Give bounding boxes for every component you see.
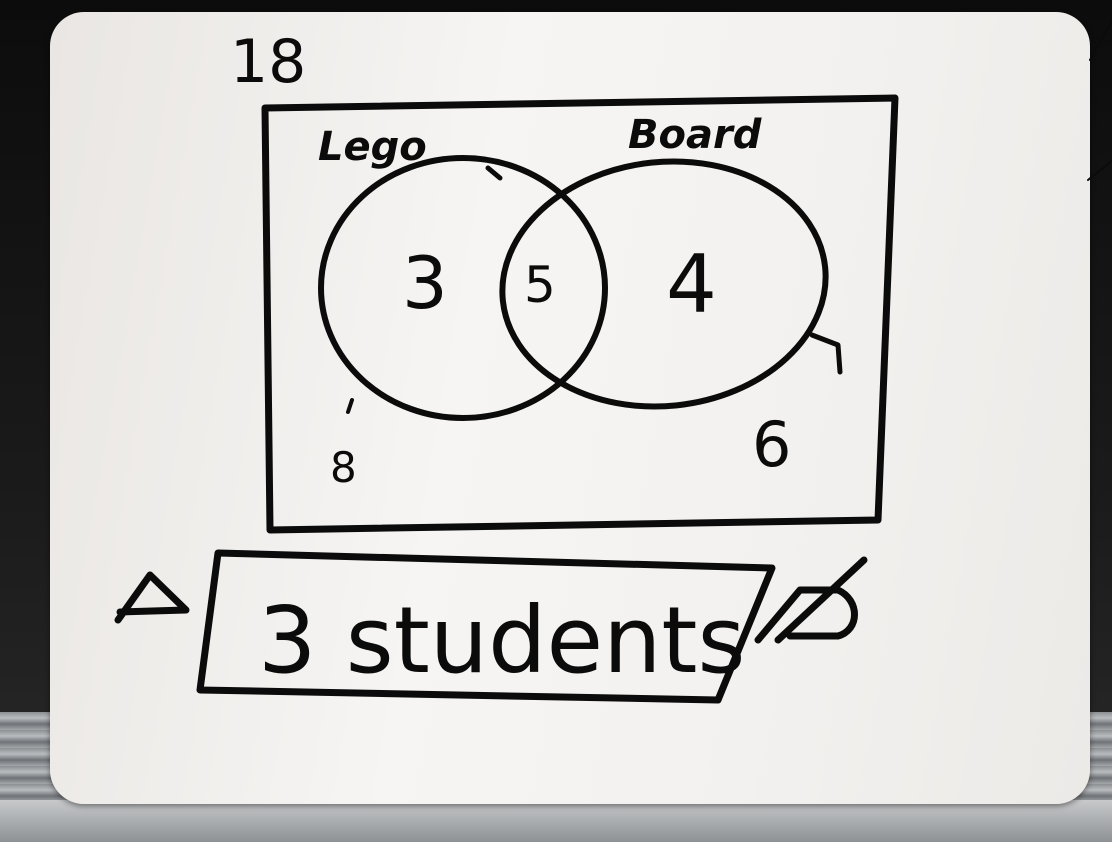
whiteboard [50, 12, 1090, 804]
ink-tick-mark [809, 332, 843, 375]
tray-base [0, 800, 1112, 842]
answer-text: 3 students [258, 587, 745, 694]
venn-circle-board [499, 158, 829, 410]
only-b-count: 4 [666, 238, 717, 331]
total-count-text: 18 [230, 27, 306, 97]
answer-box [196, 549, 776, 704]
ink-tick-mark [346, 398, 354, 414]
cable-line [1089, 19, 1112, 61]
venn-circle-lego [318, 155, 608, 421]
set-a-label: Lego [318, 124, 427, 170]
both-count: 5 [524, 256, 556, 314]
only-a-count: 3 [402, 241, 448, 325]
doodle-mark-left [114, 571, 190, 624]
ink-tick-mark [485, 165, 503, 181]
neither-left-count: 8 [330, 443, 357, 492]
universal-set-rectangle [261, 94, 899, 534]
neither-right-count: 6 [752, 408, 791, 481]
cable-line [1087, 159, 1112, 181]
doodle-mark-right [754, 556, 868, 644]
set-b-label: Board [628, 112, 762, 158]
